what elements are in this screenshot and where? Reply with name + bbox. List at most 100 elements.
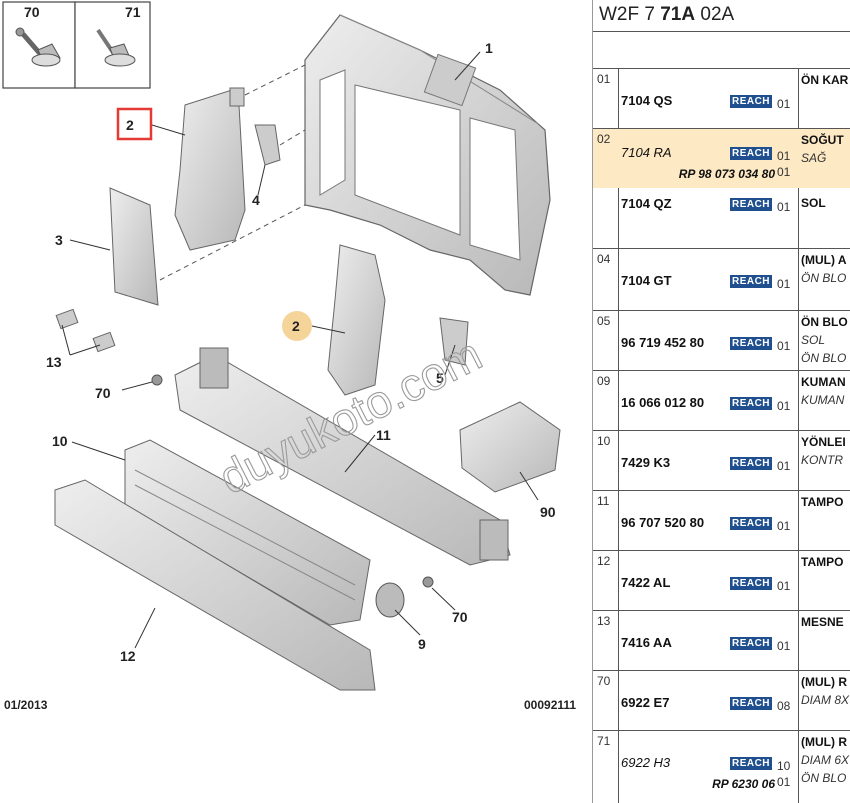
callout-1: 1 [485,40,493,56]
air-guide-upper[interactable] [174,87,246,251]
quantity: 10 [777,759,791,773]
row-index: 05 [597,314,611,328]
part-description-2: KONTR [801,453,843,467]
part-reference: 7416 AA [621,635,672,650]
air-guide-lower[interactable] [327,244,386,396]
fastener-box-71[interactable] [74,1,151,89]
part-description: ÖN KAR [801,73,849,87]
quantity: 01 [777,639,791,653]
diagram-date: 01/2013 [4,698,48,712]
panel-title-prefix: W2F 7 [599,4,661,25]
reach-badge: REACH [730,275,772,288]
callout-90: 90 [540,504,556,520]
callout-3: 3 [55,232,63,248]
callout-9: 9 [418,636,426,652]
parts-row[interactable]: 09 16 066 012 80 REACH 01 KUMAN KUMAN [593,370,850,430]
clip-13[interactable] [55,308,116,353]
part-description: MESNE [801,615,844,629]
row-index: 12 [597,554,611,568]
callout-4: 4 [252,192,260,208]
reach-badge: REACH [730,517,772,530]
quantity: 01 [777,399,791,413]
reach-badge: REACH [730,198,772,211]
row-index: 71 [597,734,611,748]
part-reference: 7429 K3 [621,455,671,470]
part-description-2: KUMAN [801,393,845,407]
part-description: (MUL) R [801,735,847,749]
part-description-3: ÖN BLO [801,351,847,365]
callout-5: 5 [436,370,444,386]
callout-2-highlight [116,107,153,141]
part-description-2: SAĞ [801,151,827,165]
callout-2-lower: 2 [292,318,300,334]
panel-header: W2F 7 71A 02A [593,0,850,32]
callout-10: 10 [52,433,68,449]
quantity: 01 [777,579,791,593]
part-reference: 7104 GT [621,273,672,288]
part-reference: 7104 RA [621,145,672,160]
quantity: 01 [777,339,791,353]
reach-badge: REACH [730,577,772,590]
part-description: KUMAN [801,375,846,389]
exploded-parts-diagram: 70 71 1 2 3 4 2 5 13 70 10 11 90 12 9 70… [2,1,561,691]
row-index: 09 [597,374,611,388]
quantity: 01 [777,149,791,163]
part-description: TAMPO [801,495,844,509]
panel-title-code: 71A [660,4,696,25]
part-reference: 96 707 520 80 [621,515,705,530]
lower-beam-12[interactable] [54,479,376,691]
part-reference: 6922 E7 [621,695,670,710]
quantity: 01 [777,277,791,291]
reach-badge: REACH [730,337,772,350]
replacement-reference: RP 98 073 034 80 [678,167,775,181]
callout-leaders [61,51,539,649]
callout-11: 11 [376,427,391,443]
fastener-box-70[interactable] [2,1,76,89]
callout-70-box: 70 [24,4,40,20]
part-reference: 7422 AL [621,575,671,590]
row-index: 11 [597,494,610,508]
reach-badge: REACH [730,637,772,650]
quantity: 08 [777,699,791,713]
reach-badge: REACH [730,397,772,410]
screw-70-a[interactable] [151,374,163,386]
seal-panel-3[interactable] [109,187,159,306]
quantity: 01 [777,519,791,533]
part-reference: 6922 H3 [621,755,671,770]
replacement-reference: RP 6230 06 [712,777,775,791]
row-index: 01 [597,72,611,86]
row-index: 70 [597,674,611,688]
part-description: SOL [801,196,826,210]
parts-row[interactable]: 11 96 707 520 80 REACH 01 TAMPO [593,490,850,550]
screw-70-b[interactable] [422,576,434,588]
bracket-4[interactable] [254,124,281,166]
part-description-3: ÖN BLO [801,771,847,785]
part-reference: 16 066 012 80 [621,395,705,410]
front-panel-frame[interactable] [304,14,551,296]
callout-70-right: 70 [452,609,468,625]
callout-2-upper: 2 [126,117,134,133]
reach-badge: REACH [730,147,772,160]
bumper-beam-11[interactable] [174,347,511,566]
module-box-90[interactable] [459,401,561,493]
actuator-9[interactable] [375,582,405,618]
reach-badge: REACH [730,95,772,108]
part-description-2: DIAM 8X [801,693,850,707]
bracket-5[interactable] [439,317,469,366]
dashed-guides [159,64,306,281]
part-description-2: ÖN BLO [801,271,847,285]
col-sep-1 [618,68,619,803]
reach-badge: REACH [730,457,772,470]
callout-71-box: 71 [125,4,141,20]
callout-12: 12 [120,648,136,664]
